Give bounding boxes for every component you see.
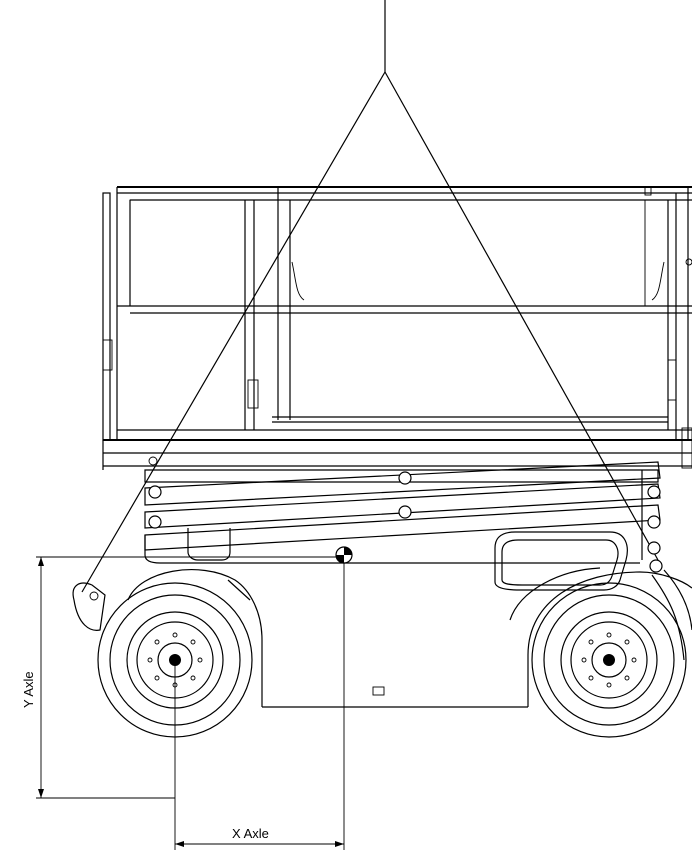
x-axle-label: X Axle: [232, 826, 269, 841]
front-wheel: [531, 582, 687, 738]
y-axle-label: Y Axle: [21, 671, 36, 708]
chassis: [72, 528, 692, 708]
dimension-lines: [36, 556, 345, 850]
platform-guardrail: [102, 186, 692, 441]
lifting-sling: [81, 0, 659, 593]
platform-deck: [102, 427, 692, 470]
scissor-arms: [144, 461, 663, 573]
center-of-gravity-icon: [335, 546, 353, 564]
